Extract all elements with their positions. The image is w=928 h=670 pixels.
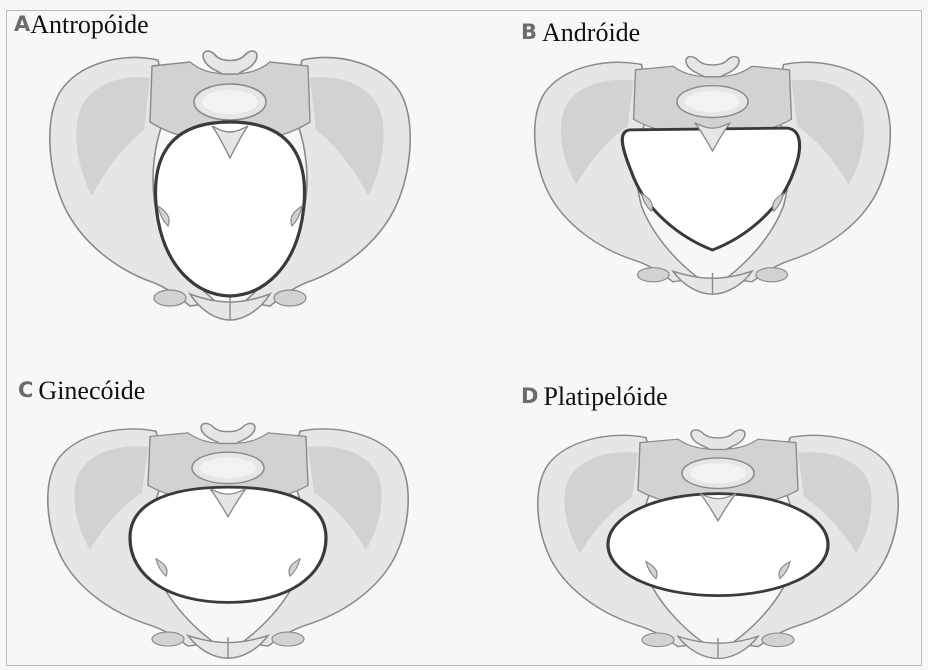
- left-ischial-tuberosity: [642, 633, 674, 647]
- right-ischial-tuberosity: [272, 632, 304, 646]
- panel-letter-a: A: [14, 12, 30, 36]
- label-antropoide: AAntropóide: [14, 10, 149, 40]
- panel-title-ginecoide: Ginecóide: [38, 376, 145, 405]
- right-ischial-tuberosity: [274, 290, 306, 306]
- pelvis-platipeloide-illustration: [528, 412, 908, 667]
- left-ischial-tuberosity: [154, 290, 186, 306]
- vertebral-body-highlight: [685, 91, 740, 112]
- pelvis-group: [48, 423, 408, 658]
- panel-letter-b: B: [521, 20, 537, 44]
- pelvis-antropoide-illustration: [40, 30, 420, 330]
- left-ischial-tuberosity: [152, 632, 184, 646]
- panel-platipeloide: [528, 412, 908, 667]
- pelvis-group: [538, 430, 898, 659]
- panel-title-platipeloide: Platipelóide: [543, 382, 667, 411]
- right-ischial-tuberosity: [762, 633, 794, 647]
- vertebral-processes: [203, 51, 257, 74]
- left-ischial-tuberosity: [637, 268, 669, 282]
- vertebral-body-highlight: [200, 457, 256, 478]
- panel-antropoide: [40, 30, 420, 330]
- vertebral-body-highlight: [202, 90, 258, 114]
- panel-ginecoide: [38, 405, 418, 667]
- vertebral-processes: [686, 57, 739, 77]
- panel-letter-c: C: [18, 378, 33, 402]
- right-ischial-tuberosity: [756, 268, 788, 282]
- panel-letter-d: D: [521, 384, 538, 408]
- panel-title-antropoide: Antropóide: [30, 10, 148, 39]
- panel-androide: [525, 38, 900, 303]
- pelvis-group: [50, 51, 410, 320]
- vertebral-processes: [201, 423, 255, 443]
- vertebral-body-highlight: [690, 463, 746, 483]
- pelvis-androide-illustration: [525, 38, 900, 303]
- vertebral-processes: [691, 430, 745, 449]
- panel-title-androide: Andróide: [542, 18, 640, 47]
- pelvis-group: [535, 57, 891, 295]
- pelvis-ginecoide-illustration: [38, 405, 418, 667]
